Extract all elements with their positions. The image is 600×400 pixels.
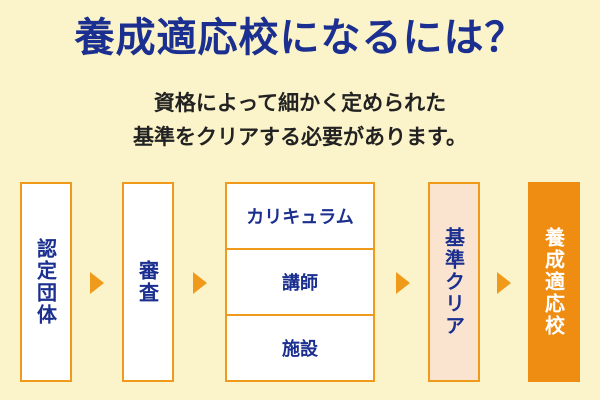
flow-step-review: 審査 [122, 182, 174, 382]
flow-step-criteria-cleared-label: 基準クリア [441, 227, 466, 337]
arrow-right-icon [396, 272, 410, 294]
flow-step-accredited-school: 養成適応校 [528, 182, 580, 382]
criteria-facility: 施設 [227, 314, 373, 380]
page-title: 養成適応校になるには？ [74, 15, 526, 61]
flow-step-certification-body-label: 認定団体 [33, 238, 58, 326]
flow-step-review-label: 審査 [135, 260, 160, 304]
criteria-stack: カリキュラム 講師 施設 [225, 182, 375, 382]
arrow-right-icon [193, 272, 207, 294]
criteria-curriculum: カリキュラム [246, 207, 354, 228]
flow-step-certification-body: 認定団体 [20, 182, 72, 382]
arrow-right-icon [497, 272, 511, 294]
subtitle-line-2: 基準をクリアする必要があります。 [133, 125, 467, 149]
flow-step-criteria-cleared: 基準クリア [428, 182, 480, 382]
page-subtitle: 資格によって細かく定められた 基準をクリアする必要があります。 [0, 86, 600, 154]
arrow-right-icon [90, 272, 104, 294]
subtitle-line-1: 資格によって細かく定められた [153, 91, 447, 115]
criteria-instructor: 講師 [227, 248, 373, 314]
flow-step-accredited-school-label: 養成適応校 [541, 227, 566, 337]
